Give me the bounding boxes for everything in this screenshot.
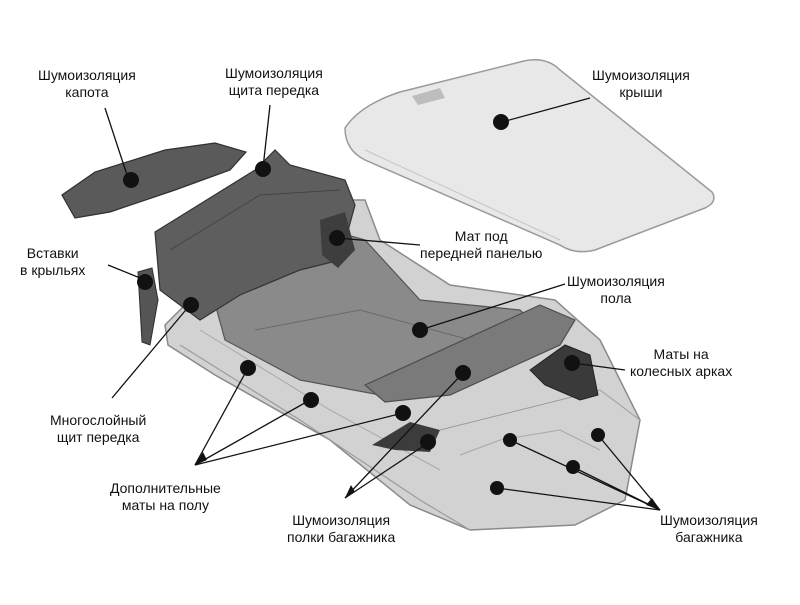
marker-hood: [123, 172, 139, 188]
marker-roof: [493, 114, 509, 130]
label-roof: Шумоизоляция крыши: [592, 67, 690, 100]
leader-lines: [104, 97, 661, 511]
label-trunk-shelf: Шумоизоляция полки багажника: [287, 512, 396, 545]
roof-panel: [344, 59, 715, 253]
label-multilayer-firewall: Многослойный щит передка: [50, 412, 147, 445]
label-hood: Шумоизоляция капота: [38, 67, 136, 100]
marker-trunk-2: [591, 428, 605, 442]
label-wheel-arch-mats: Маты на колесных арках: [630, 346, 733, 379]
marker-trunk-3: [566, 460, 580, 474]
marker-trunk-1: [503, 433, 517, 447]
marker-fender: [137, 274, 153, 290]
label-extra-floor-mats: Дополнительные маты на полу: [110, 480, 221, 513]
marker-extra-3: [395, 405, 411, 421]
label-floor: Шумоизоляция пола: [567, 273, 665, 306]
marker-dots: [123, 114, 605, 495]
wheel-arch-mat-panel: [529, 344, 599, 401]
label-fender-inserts: Вставки в крыльях: [20, 245, 86, 278]
marker-extra-1: [240, 360, 256, 376]
marker-trunk-4: [490, 481, 504, 495]
arrow-tips: [195, 452, 660, 510]
marker-wheel-arch: [564, 355, 580, 371]
label-dash-mat: Мат под передней панелью: [420, 228, 543, 261]
marker-extra-2: [303, 392, 319, 408]
label-firewall-shield: Шумоизоляция щита передка: [225, 65, 323, 98]
rear-floor-panel: [363, 304, 576, 403]
hood-insulation-panel: [61, 142, 248, 219]
marker-shelf-1: [420, 434, 436, 450]
marker-multilayer: [183, 297, 199, 313]
label-trunk: Шумоизоляция багажника: [660, 512, 758, 545]
marker-dash-mat: [329, 230, 345, 246]
marker-shelf-2: [455, 365, 471, 381]
marker-firewall: [255, 161, 271, 177]
marker-floor: [412, 322, 428, 338]
